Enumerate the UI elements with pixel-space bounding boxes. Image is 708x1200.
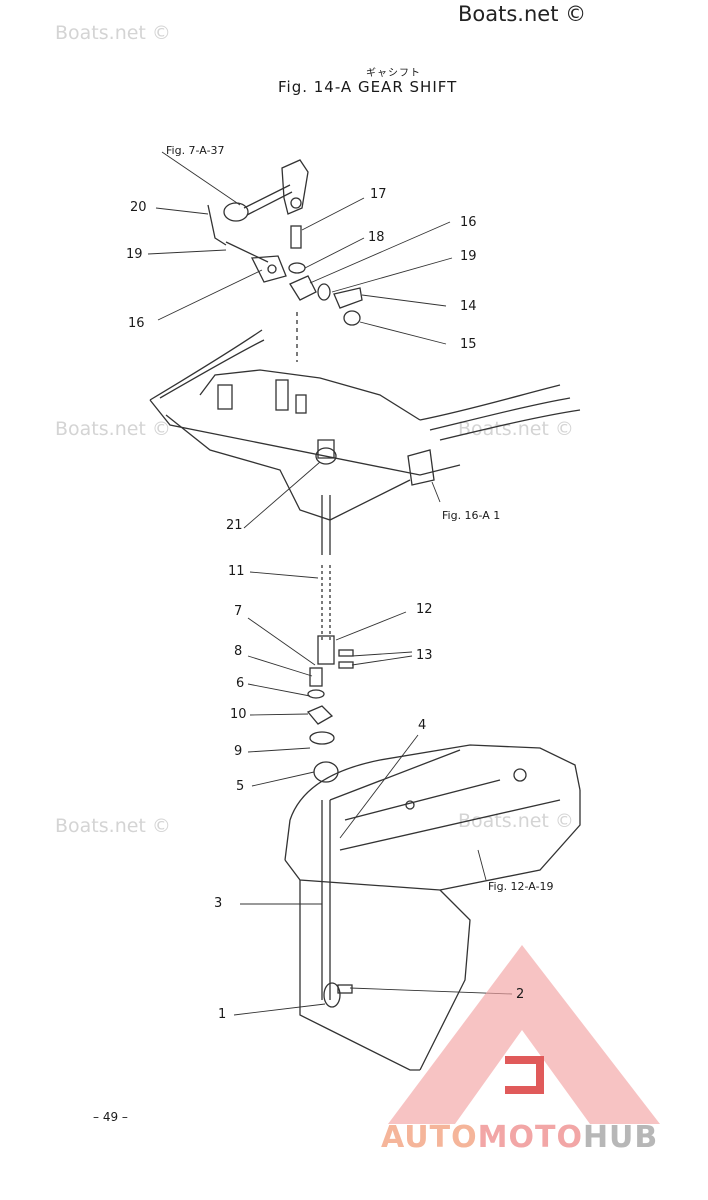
callout-16: 16 bbox=[128, 316, 145, 331]
title-kana: ギャシフト bbox=[366, 68, 421, 79]
autotmotohub-logo-icon bbox=[388, 945, 660, 1124]
leader-lines bbox=[147, 151, 513, 1016]
callout-6: 6 bbox=[236, 676, 245, 691]
watermark: Boats.net © bbox=[458, 810, 574, 832]
callout-19b: 19 bbox=[460, 249, 477, 264]
shift-rod bbox=[306, 495, 354, 1000]
page-number: – 49 – bbox=[93, 1110, 128, 1124]
callout-11: 11 bbox=[228, 564, 245, 579]
brand-part-moto: MOTO bbox=[477, 1120, 583, 1155]
watermark: Boats.net © bbox=[55, 22, 171, 44]
callout-1: 1 bbox=[218, 1007, 227, 1022]
callout-14: 14 bbox=[460, 299, 477, 314]
watermark-top: Boats.net © bbox=[458, 2, 587, 26]
brand-wordmark: AUTOMOTOHUB bbox=[381, 1120, 658, 1155]
callout-2: 2 bbox=[516, 987, 525, 1002]
callout-16b: 16 bbox=[460, 215, 477, 230]
brand-part-hub: HUB bbox=[582, 1120, 659, 1155]
callout-17: 17 bbox=[370, 187, 387, 202]
ref-fig-7-a-37: Fig. 7-A-37 bbox=[166, 144, 225, 157]
ref-fig-16-a-1: Fig. 16-A 1 bbox=[442, 509, 501, 522]
callout-7: 7 bbox=[234, 604, 243, 619]
callout-3: 3 bbox=[214, 896, 223, 911]
watermark: Boats.net © bbox=[458, 418, 574, 440]
upper-casing bbox=[149, 329, 581, 521]
upper-shift-linkage bbox=[207, 159, 363, 362]
callout-15: 15 bbox=[460, 337, 477, 352]
callout-12: 12 bbox=[416, 602, 433, 617]
callout-18: 18 bbox=[368, 230, 385, 245]
watermark: Boats.net © bbox=[55, 418, 171, 440]
callout-20: 20 bbox=[130, 200, 147, 215]
callout-13: 13 bbox=[416, 648, 433, 663]
callout-8: 8 bbox=[234, 644, 243, 659]
ref-fig-12-a-19: Fig. 12-A-19 bbox=[488, 880, 554, 893]
callout-9: 9 bbox=[234, 744, 243, 759]
page-title: Fig. 14-A GEAR SHIFT bbox=[278, 78, 458, 96]
brand-part-auto: AUTO bbox=[381, 1120, 478, 1155]
callout-19: 19 bbox=[126, 247, 143, 262]
callout-4: 4 bbox=[418, 718, 427, 733]
callout-21: 21 bbox=[226, 518, 243, 533]
callout-5: 5 bbox=[236, 779, 245, 794]
callout-10: 10 bbox=[230, 707, 247, 722]
watermark: Boats.net © bbox=[55, 815, 171, 837]
lower-unit bbox=[284, 744, 581, 1071]
